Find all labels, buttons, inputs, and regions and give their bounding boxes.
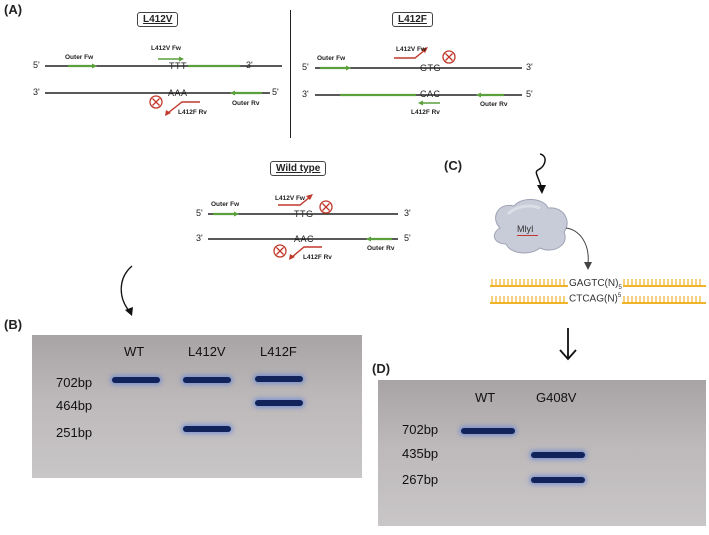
outer-fw-arrowhead [92,63,97,69]
l412v-inner-fw-label: L412V Fw [151,45,181,52]
inner-rv-primer [167,101,200,114]
enzyme-mlyi [493,199,568,254]
recognition-seq-top-text: GAGTC(N) [569,278,619,289]
blocked-icon [442,50,456,64]
l412f-bot-5: 5' [526,89,533,99]
wild-top-3: 3' [404,208,411,218]
l412f-bot-codon: CAC [420,89,441,99]
recognition-seq-bottom-sup: 5 [617,293,622,299]
inner-rv-arrowhead [418,100,423,106]
outer-rv-arrowhead [366,236,371,242]
l412f-top-5: 5' [302,62,309,72]
scheme-title-wild: Wild type [270,161,327,176]
inner-rv-primer [291,246,322,258]
wild-inner-rv-label: L412F Rv [303,254,332,261]
l412v-bot-3: 3' [33,87,40,97]
gel-d-band-g408v-435 [531,452,585,458]
inner-fw-arrowhead [179,56,184,62]
l412v-top-5: 5' [33,60,40,70]
inner-rv-arrowhead [289,254,295,260]
enzyme-to-dna-arrow [565,227,592,270]
gel-b-lane-l412f: L412F [260,344,297,359]
recognition-seq-bottom: CTCAG(N)5 [568,293,623,305]
inner-fw-arrowhead [306,194,313,200]
scheme-wild-drawing [208,194,398,260]
l412f-inner-rv-label: L412F Rv [411,109,440,116]
gel-b-band-l412v-702 [183,377,231,383]
wild-bot-3: 3' [196,233,203,243]
l412v-top-codon: TTT [169,61,187,71]
gel-d: WT G408V 702bp 435bp 267bp [378,380,706,526]
gel-b-lane-l412v: L412V [188,344,226,359]
gel-b: WT L412V L412F 702bp 464bp 251bp [32,335,362,478]
outer-fw-arrowhead [346,65,351,71]
l412f-top-3: 3' [526,62,533,72]
down-arrow-to-gel-d [559,328,577,361]
l412v-inner-rv-label: L412F Rv [178,109,207,116]
outer-rv-arrowhead [476,92,481,98]
blocked-icon [319,200,333,214]
gel-b-band-wt-702 [112,377,160,383]
wild-outer-rv-label: Outer Rv [367,245,395,252]
gel-d-band-wt-702 [461,428,515,434]
outer-rv-arrowhead [230,90,235,96]
wild-top-5: 5' [196,208,203,218]
gel-d-lane-g408v: G408V [536,390,577,405]
wild-top-codon: TTG [294,209,314,219]
l412v-outer-rv-label: Outer Rv [232,100,260,107]
panel-a-divider [290,10,291,138]
recognition-seq-bottom-text: CTCAG(N) [569,293,618,305]
gel-d-size-702: 702bp [402,422,439,437]
gel-b-size-702: 702bp [56,375,93,390]
gel-b-size-464: 464bp [56,398,93,413]
inner-fw-primer [394,49,426,59]
gel-b-band-l412f-702 [255,376,303,382]
inner-fw-arrowhead [421,47,428,53]
panel-label-c: (C) [444,158,463,173]
curl-arrow [535,153,546,194]
inner-rv-arrowhead [165,110,171,116]
scheme-l412f-drawing [315,47,522,106]
gel-b-band-l412f-464 [255,400,303,406]
l412v-bot-codon: AAA [168,88,188,98]
panel-label-a: (A) [4,2,23,17]
gel-b-lane-wt: WT [124,344,145,359]
enzyme-label: MlyI [517,224,534,234]
blocked-icon [149,95,163,109]
recognition-seq-top-sub: 5 [618,285,622,291]
gel-d-size-435: 435bp [402,446,439,461]
l412f-bot-3: 3' [302,89,309,99]
panel-label-b: (B) [4,317,23,332]
l412v-bot-5: 5' [272,87,279,97]
enzyme-label-underline [517,235,538,236]
l412v-top-3-visible: 3' [246,60,253,70]
gel-d-size-267: 267bp [402,472,439,487]
scheme-l412v-drawing [45,56,282,116]
l412f-outer-rv-label: Outer Rv [480,101,508,108]
l412v-outer-fw-label: Outer Fw [65,54,94,61]
panel-label-d: (D) [372,361,391,376]
outer-fw-arrowhead [234,211,239,217]
wild-outer-fw-label: Outer Fw [211,201,240,208]
l412f-inner-fw-label: L412V Fw [396,46,426,53]
gel-b-band-l412v-251 [183,426,231,432]
inner-fw-primer [278,196,311,206]
dna-bottom-strand [490,296,706,304]
gel-d-band-g408v-267 [531,477,585,483]
scheme-title-l412v: L412V [137,12,179,27]
blocked-icon [273,244,287,258]
gel-b-size-251: 251bp [56,425,93,440]
curved-arrow-to-gel-b [120,265,133,316]
recognition-seq-top: GAGTC(N)5 [568,278,623,291]
gel-d-lane-wt: WT [475,390,496,405]
scheme-title-l412f: L412F [392,12,433,27]
l412f-outer-fw-label: Outer Fw [317,55,346,62]
l412f-top-codon: GTG [420,63,441,73]
wild-bot-5: 5' [404,233,411,243]
wild-inner-fw-label: L412V Fw [275,195,305,202]
wild-bot-codon: AAC [294,234,315,244]
